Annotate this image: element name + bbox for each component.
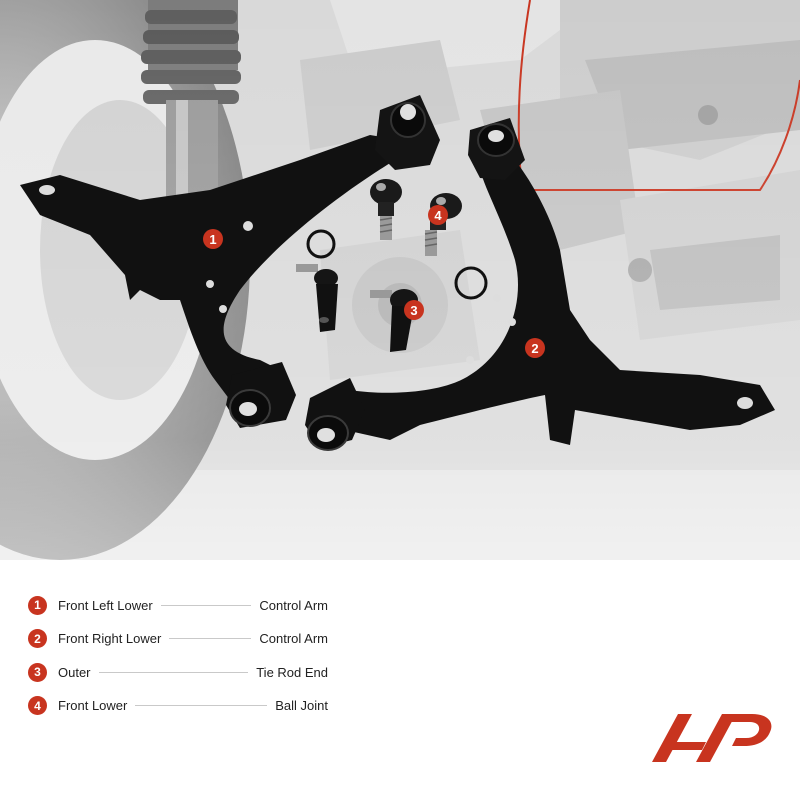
legend-part-position: Outer: [58, 664, 91, 680]
parts-legend: 1 Front Left Lower Control Arm 2 Front R…: [28, 594, 328, 728]
control-arm-left: [20, 95, 440, 428]
ap-logo-icon: [652, 714, 772, 762]
legend-row: 4 Front Lower Ball Joint: [28, 695, 328, 717]
legend-number: 3: [28, 662, 47, 682]
callout-badge-1: 1: [203, 229, 223, 249]
tie-rod-end-a: [296, 264, 338, 332]
legend-divider: [98, 671, 249, 673]
legend-part-type: Tie Rod End: [256, 664, 328, 680]
control-arm-right: [305, 118, 775, 451]
legend-row: 3 Outer Tie Rod End: [28, 661, 328, 683]
legend-number: 2: [28, 629, 47, 648]
legend-row: 2 Front Right Lower Control Arm: [28, 628, 328, 650]
legend-row: 1 Front Left Lower Control Arm: [28, 594, 328, 616]
legend-part-position: Front Left Lower: [58, 597, 153, 613]
legend-part-type: Control Arm: [259, 631, 328, 646]
callout-badge-2: 2: [525, 338, 545, 358]
ball-joint-a: [370, 179, 402, 240]
snap-ring-b: [454, 266, 488, 300]
snap-ring-a: [306, 229, 336, 259]
legend-number: 1: [28, 595, 47, 615]
legend-part-position: Front Lower: [58, 698, 128, 713]
legend-part-type: Ball Joint: [275, 698, 328, 713]
legend-divider: [135, 705, 268, 706]
legend-part-position: Front Right Lower: [58, 631, 162, 646]
legend-divider: [169, 638, 252, 639]
callout-badge-4: 4: [428, 205, 448, 225]
callout-badge-3: 3: [404, 300, 424, 320]
legend-part-type: Control Arm: [259, 597, 328, 613]
legend-divider: [160, 604, 252, 606]
legend-number: 4: [28, 696, 47, 715]
